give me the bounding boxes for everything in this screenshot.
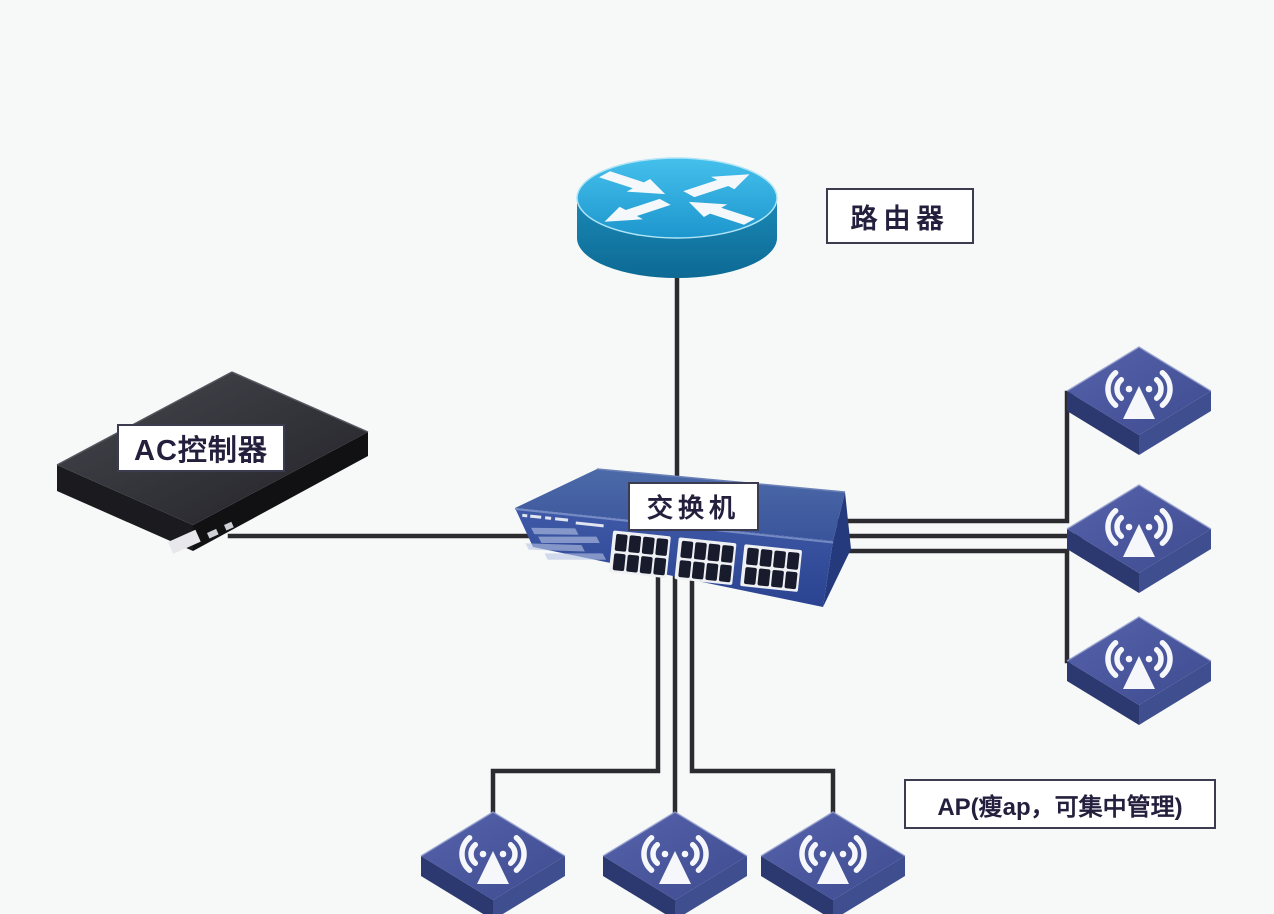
ap-icon-bottom-middle: [603, 812, 747, 914]
ac-controller-label: AC控制器: [117, 424, 285, 472]
ap-icon-right-bottom: [1067, 617, 1211, 725]
cable-switch-ap-bottom-right: [689, 557, 836, 823]
switch-ports: [609, 530, 802, 592]
router-label: 路由器: [826, 188, 974, 244]
router-arrows: [598, 171, 756, 225]
ap-note-label: AP(瘦ap，可集中管理): [904, 779, 1216, 829]
router-icon: [576, 157, 778, 278]
ap-icon-bottom-right: [761, 812, 905, 914]
ac-sticker: [167, 529, 201, 554]
ap-icon-bottom-left: [421, 812, 565, 914]
ap-icon-right-top: [1067, 347, 1211, 455]
ap-icon-right-middle: [1067, 485, 1211, 593]
cable-switch-ap-bottom-left: [490, 557, 661, 823]
switch-label: 交换机: [628, 482, 759, 531]
connection-lines: [227, 247, 1113, 823]
cable-switch-ap-right-top: [835, 390, 1075, 524]
cable-switch-ap-right-bottom: [835, 548, 1075, 664]
